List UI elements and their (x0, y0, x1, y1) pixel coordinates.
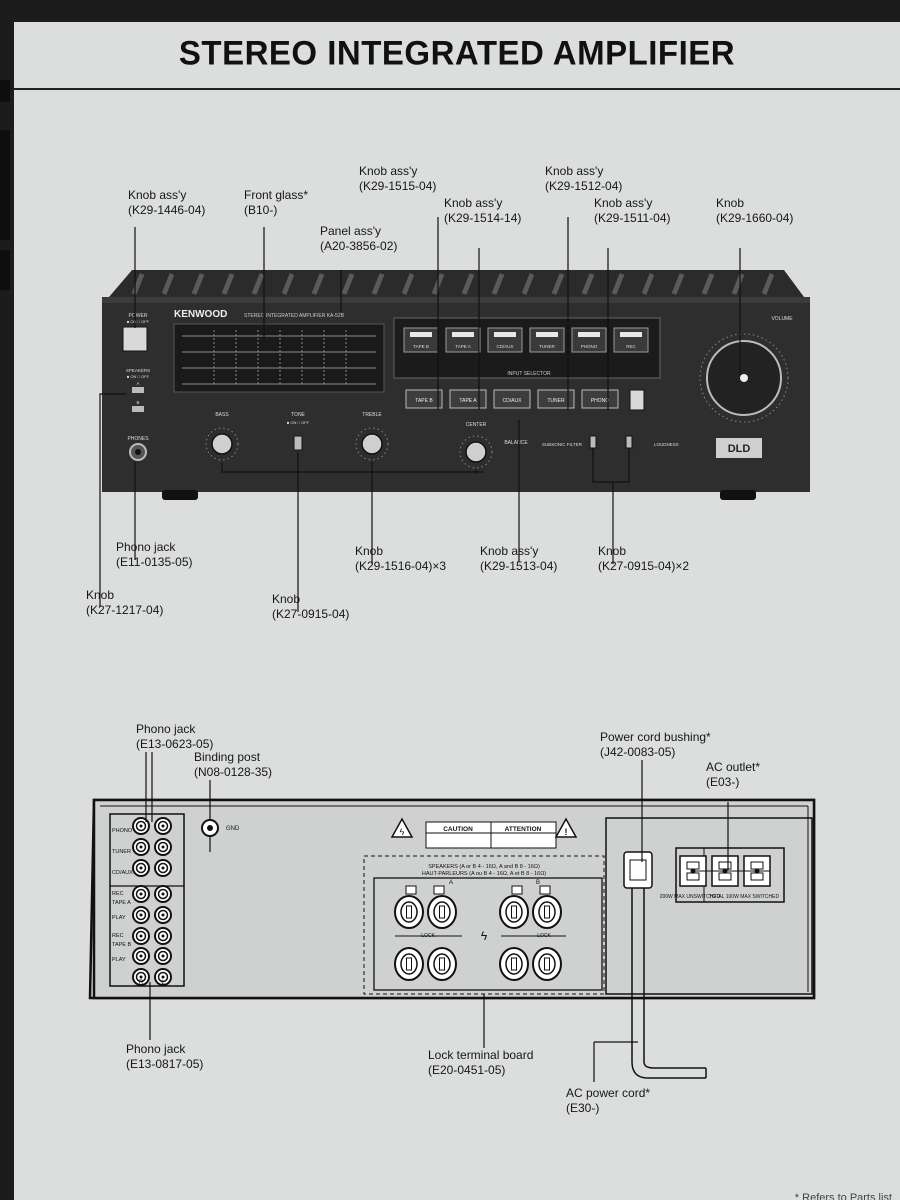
input-selector-button-label: TUNER (547, 398, 565, 404)
callout-knob-k29-1514: Knob ass'y(K29-1514-14) (444, 196, 522, 225)
page-title: STEREO INTEGRATED AMPLIFIER (178, 33, 736, 72)
binder-tab (0, 130, 10, 240)
callout-ac-outlet: AC outlet*(E03-) (706, 760, 761, 789)
balance-scale (459, 435, 493, 469)
speaker-a-label: A (136, 381, 139, 386)
model-text: STEREO INTEGRATED AMPLIFIER KA-52B (244, 313, 345, 319)
speakers-state-label: ■ ON □ OFF (127, 374, 150, 379)
speaker-b-button[interactable] (132, 406, 144, 412)
volume-scale (699, 333, 789, 423)
bass-knob[interactable] (211, 433, 233, 455)
input-selector-button-label: CD/AUX (503, 398, 523, 404)
input-selector-button[interactable] (537, 389, 575, 409)
dld-badge (716, 438, 762, 458)
parts-list-footnote: * Refers to Parts list (794, 1192, 892, 1200)
front-foot (162, 490, 198, 500)
callout-knob-k29-1515: Knob ass'y(K29-1515-04) (359, 164, 437, 193)
input-selector-button-label: TAPE B (415, 398, 433, 404)
power-button[interactable] (122, 326, 148, 352)
input-selector-button[interactable] (581, 389, 619, 409)
loudness-label: LOUDNESS (654, 442, 679, 447)
treble-label: TREBLE (362, 412, 382, 418)
center-label: CENTER (466, 422, 487, 428)
callout-volume-knob: Knob(K29-1660-04) (716, 196, 794, 225)
callout-speaker-knob: Knob(K27-1217-04) (86, 588, 164, 617)
input-selector-button-label: PHONO (591, 398, 609, 404)
front-panel-diagram: POWER ■ ON □ OFF KENWOOD STEREO INTEGRAT… (99, 217, 810, 612)
meter-window (173, 323, 385, 393)
treble-scale (355, 427, 389, 461)
callout-panel: Panel ass'y(A20-3856-02) (320, 224, 398, 253)
subsonic-switch[interactable] (589, 435, 597, 449)
service-manual-page: STEREO INTEGRATED AMPLIFIER POWER ■ ON □… (14, 22, 900, 1200)
callout-front-glass: Front glass*(B10-) (244, 188, 309, 217)
subsonic-label: SUBSONIC FILTER (542, 442, 583, 447)
front-foot (720, 490, 756, 500)
callout-ac-power-cord: AC power cord*(E30-) (566, 1086, 651, 1115)
speaker-b-label: B (136, 400, 139, 405)
callout-phono-jack-rear: Phono jack(E13-0623-05) (136, 722, 214, 751)
input-selector-button[interactable] (493, 389, 531, 409)
loudness-switch[interactable] (625, 435, 633, 449)
input-selector-label: INPUT SELECTOR (507, 371, 551, 377)
speaker-a-button[interactable] (132, 387, 144, 393)
callout-knob-k29-1511: Knob ass'y(K29-1511-04) (594, 196, 671, 225)
callout-lock-terminal-board: Lock terminal board(E20-0451-05) (428, 1048, 534, 1077)
top-vents (109, 270, 804, 297)
phones-label: PHONES (127, 436, 149, 442)
callout-cd-aux-knob: Knob ass'y(K29-1513-04) (480, 544, 558, 573)
indicator-label: TAPE A (455, 344, 470, 349)
callout-phono-jack-front: Phono jack(E11-0135-05) (116, 540, 193, 569)
tone-state-label: ■ ON □ OFF (287, 420, 310, 425)
binder-tab (0, 80, 10, 102)
balance-knob[interactable] (465, 441, 487, 463)
indicator-label: REC (626, 344, 636, 349)
power-label: POWER (129, 313, 148, 319)
callout-knob-k29-1512: Knob ass'y(K29-1512-04) (545, 164, 623, 193)
tone-label: TONE (291, 412, 305, 418)
indicator-label: CD/AUX (496, 344, 513, 349)
callout-tone-knob: Knob(K27-0915-04) (272, 592, 350, 621)
front-leader-lines (99, 217, 741, 612)
callout-tone-knobs-x3: Knob(K29-1516-04)×3 (355, 544, 447, 573)
input-selector-button[interactable] (449, 389, 487, 409)
input-selector-button-label: TAPE A (459, 398, 477, 404)
callout-binding-post: Binding post(N08-0128-35) (194, 750, 273, 779)
callout-power-cord-bushing: Power cord bushing*(J42-0083-05) (600, 730, 711, 759)
title-rule (14, 88, 900, 90)
phono-selector-switch[interactable] (629, 389, 645, 411)
volume-label: VOLUME (771, 316, 793, 322)
speakers-label: SPEAKERS (126, 368, 150, 373)
dld-text: DLD (728, 443, 751, 455)
indicator-label: TUNER (539, 344, 555, 349)
balance-label: BALANCE (504, 440, 528, 446)
tone-switch[interactable] (293, 435, 303, 451)
callout-phono-jack-bottom: Phono jack(E13-0817-05) (126, 1042, 204, 1071)
indicator-label: PHONO (581, 344, 598, 349)
treble-knob[interactable] (361, 433, 383, 455)
callout-switch-knobs-x2: Knob(K27-0915-04)×2 (598, 544, 690, 573)
bass-label: BASS (215, 412, 229, 418)
input-selector-button[interactable] (405, 389, 443, 409)
indicator-lamp (487, 327, 523, 353)
binder-tab (0, 250, 10, 290)
callout-power-knob: Knob ass'y(K29-1446-04) (128, 188, 206, 217)
power-state-label: ■ ON □ OFF (127, 319, 150, 324)
indicator-label: TAPE B (413, 344, 429, 349)
bass-scale (205, 427, 239, 461)
brand-logo: KENWOOD (174, 309, 227, 320)
